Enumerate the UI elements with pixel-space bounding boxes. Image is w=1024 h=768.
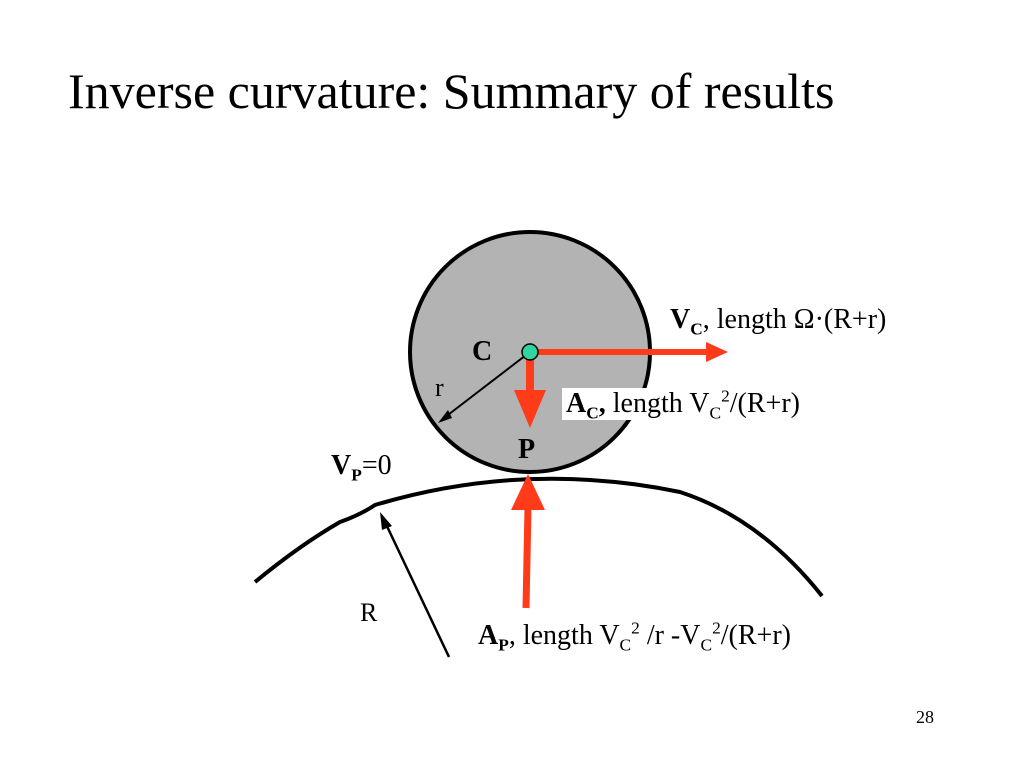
vp-rest: =0 — [361, 450, 392, 481]
center-dot — [521, 343, 539, 361]
ap-arrow-shaft — [522, 507, 532, 609]
ac-sup2: 2 — [721, 386, 730, 406]
label-ap: AP, length VC2 /r -VC2/(R+r) — [478, 618, 791, 653]
label-small-radius: r — [435, 373, 444, 402]
page-number: 28 — [916, 707, 934, 727]
ap-rest2: /r -V — [639, 620, 701, 651]
vc-rest: , length Ω·(R+r) — [702, 304, 887, 335]
small-radius-line — [443, 351, 531, 419]
ac-comma: , — [598, 388, 606, 419]
ac-sub2: C — [709, 403, 722, 423]
label-vp: VP=0 — [331, 450, 392, 484]
vp-main: V — [331, 450, 352, 481]
small-radius-arrowhead — [438, 410, 452, 423]
vc-sub: C — [690, 319, 703, 339]
ac-rest1: length V — [605, 388, 710, 419]
label-vc: VC, length Ω·(R+r) — [670, 304, 887, 338]
label-center: C — [472, 336, 493, 367]
ap-sup3: 2 — [712, 618, 721, 638]
ap-sup2: 2 — [631, 618, 640, 638]
slide-title: Inverse curvature: Summary of results — [68, 63, 835, 119]
vc-arrowhead — [706, 342, 728, 362]
ac-rest2: /(R+r) — [729, 388, 800, 419]
large-radius-arrowhead — [380, 512, 392, 530]
ac-sub: C — [586, 403, 599, 423]
ap-sub: P — [498, 635, 509, 655]
label-ac: AC, length VC2/(R+r) — [562, 386, 804, 423]
ap-sub2: C — [619, 635, 632, 655]
ac-arrowhead — [514, 390, 546, 428]
label-contact-point: P — [518, 434, 536, 465]
ap-rest3: /(R+r) — [720, 620, 791, 651]
ac-main: A — [566, 388, 587, 419]
vp-sub: P — [351, 465, 362, 485]
label-large-radius: R — [360, 598, 378, 627]
large-curve — [253, 476, 824, 598]
ap-main: A — [478, 620, 499, 651]
ap-sub3: C — [700, 635, 713, 655]
large-radius-line — [383, 521, 451, 658]
vc-main: V — [670, 304, 691, 335]
ap-rest1: , length V — [508, 620, 620, 651]
ap-arrowhead — [511, 474, 545, 510]
